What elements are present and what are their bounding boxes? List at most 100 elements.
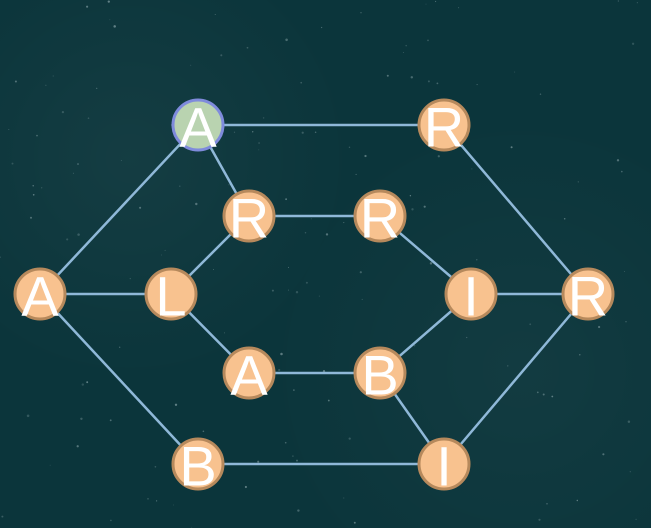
background-speck — [353, 521, 356, 524]
letter-node-n3[interactable]: R — [222, 187, 276, 250]
background-speck — [285, 198, 287, 201]
background-speck — [96, 87, 98, 90]
letter-node-n4[interactable]: R — [353, 187, 407, 250]
node-circle[interactable] — [144, 267, 198, 321]
background-speck — [288, 266, 289, 268]
background-speck — [361, 298, 363, 300]
background-speck — [414, 345, 416, 347]
background-speck — [327, 399, 330, 402]
background-speck — [11, 162, 14, 165]
background-speck — [36, 134, 38, 137]
background-speck — [296, 459, 298, 462]
background-speck — [14, 80, 17, 83]
background-speck — [280, 352, 283, 356]
background-speck — [471, 168, 473, 170]
background-speck — [86, 5, 89, 8]
background-speck — [174, 403, 178, 406]
background-speck — [45, 84, 47, 86]
background-speck — [360, 12, 362, 14]
background-speck — [425, 3, 427, 5]
background-speck — [304, 232, 307, 234]
background-speck — [325, 233, 329, 236]
background-speck — [297, 509, 300, 512]
edge-n2-n8 — [442, 123, 590, 296]
background-speck — [109, 19, 111, 21]
background-speck — [577, 181, 579, 183]
background-speck — [625, 321, 627, 323]
background-speck — [49, 464, 51, 466]
background-speck — [61, 110, 65, 114]
node-circle[interactable] — [353, 346, 407, 400]
background-speck — [427, 80, 430, 83]
background-speck — [285, 38, 288, 42]
node-circle[interactable] — [222, 346, 276, 400]
background-speck — [436, 82, 439, 85]
node-circle[interactable] — [417, 437, 471, 491]
node-circle[interactable] — [222, 189, 276, 243]
background-speck — [466, 336, 468, 339]
selected-letter-node-n1[interactable]: A — [171, 96, 225, 159]
background-speck — [212, 269, 214, 270]
node-circle[interactable] — [13, 267, 67, 321]
background-speck — [409, 195, 412, 197]
background-speck — [52, 75, 54, 77]
background-speck — [109, 419, 112, 422]
node-circle[interactable] — [171, 98, 225, 152]
background-speck — [405, 44, 407, 47]
background-speck — [410, 76, 414, 79]
background-speck — [427, 39, 429, 42]
background-speck — [110, 519, 112, 522]
node-circle[interactable] — [444, 267, 498, 321]
node-circle[interactable] — [417, 98, 471, 152]
node-circle[interactable] — [353, 189, 407, 243]
background-speck — [343, 222, 345, 224]
background-speck — [29, 216, 33, 219]
background-speck — [288, 289, 289, 291]
background-speck — [8, 128, 10, 131]
node-circle[interactable] — [561, 267, 615, 321]
background-speck — [26, 414, 30, 418]
background-speck — [476, 259, 478, 261]
background-speck — [429, 262, 433, 265]
background-speck — [86, 381, 89, 384]
background-speck — [322, 369, 326, 373]
background-speck — [120, 160, 122, 161]
background-speck — [635, 518, 637, 521]
background-speck — [41, 187, 43, 189]
letter-node-n7[interactable]: I — [444, 265, 498, 328]
background-speck — [87, 117, 90, 120]
background-speck — [295, 290, 299, 294]
background-speck — [458, 7, 460, 9]
background-speck — [190, 64, 192, 66]
background-speck — [423, 205, 426, 208]
background-speck — [563, 217, 566, 220]
letter-node-n2[interactable]: R — [417, 96, 471, 159]
background-speck — [538, 518, 541, 521]
background-speck — [314, 131, 317, 134]
background-speck — [364, 154, 367, 158]
background-speck — [320, 26, 323, 29]
background-speck — [154, 465, 157, 468]
background-speck — [77, 233, 80, 236]
background-speck — [539, 93, 542, 95]
letter-node-n9[interactable]: A — [222, 344, 276, 407]
background-speck — [627, 420, 631, 423]
background-speck — [301, 131, 304, 134]
background-speck — [631, 42, 635, 45]
background-speck — [529, 323, 532, 326]
node-circle[interactable] — [171, 437, 225, 491]
background-speck — [546, 502, 548, 505]
background-speck — [80, 417, 83, 421]
background-speck — [129, 277, 131, 280]
background-speck — [257, 460, 260, 463]
letter-node-n6[interactable]: L — [144, 265, 198, 328]
background-speck — [179, 185, 181, 187]
background-speck — [411, 208, 414, 211]
background-speck — [348, 146, 351, 149]
background-speck — [597, 325, 601, 329]
background-speck — [155, 500, 158, 502]
background-speck — [536, 391, 539, 394]
background-speck — [629, 471, 631, 473]
